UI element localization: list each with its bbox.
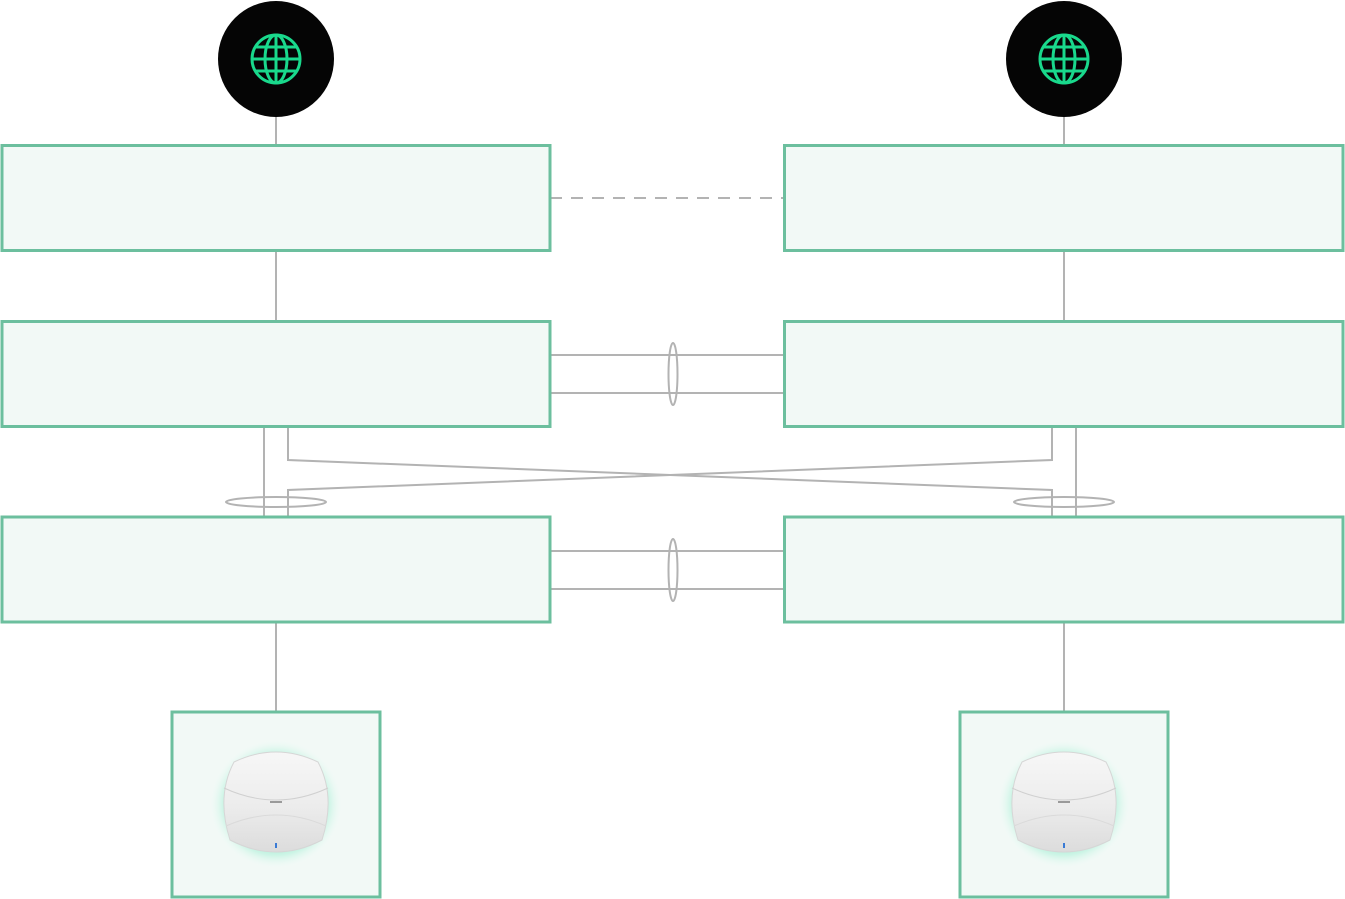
tier-boxes — [0, 144, 1345, 899]
left-tier-3-box — [0, 515, 552, 624]
ap-status-led — [1063, 843, 1065, 848]
left-tier-2-to-right-tier-3-link — [287, 426, 1053, 517]
tier-2-peer-aggregated-link — [550, 342, 784, 406]
left-tier-3-uplink-aggregation-marker — [225, 496, 327, 508]
wireless-access-point-icon — [223, 751, 329, 853]
globe-icon — [250, 33, 302, 85]
right-access-point — [996, 738, 1132, 870]
right-tier-3-box — [783, 515, 1345, 624]
tier-2-link-aggregation-marker — [667, 342, 679, 406]
tier-3-peer-aggregated-link — [550, 538, 784, 602]
tier-2-to-tier-3-cross-links — [225, 426, 1115, 517]
left-tier-1-box — [0, 144, 552, 252]
ap-status-led — [275, 843, 277, 848]
left-tier-2-box — [0, 320, 552, 428]
wireless-access-point-icon — [1011, 751, 1117, 853]
vertical-links — [275, 117, 1065, 712]
left-internet-node — [218, 1, 334, 117]
right-internet-node — [1006, 1, 1122, 117]
right-tier-2-to-left-tier-3-link — [287, 426, 1053, 517]
tier-3-link-aggregation-marker — [667, 538, 679, 602]
left-access-point — [208, 738, 344, 870]
right-tier-3-uplink-aggregation-marker — [1013, 496, 1115, 508]
globe-icon — [1038, 33, 1090, 85]
right-tier-2-box — [783, 320, 1345, 428]
right-tier-1-box — [783, 144, 1345, 252]
